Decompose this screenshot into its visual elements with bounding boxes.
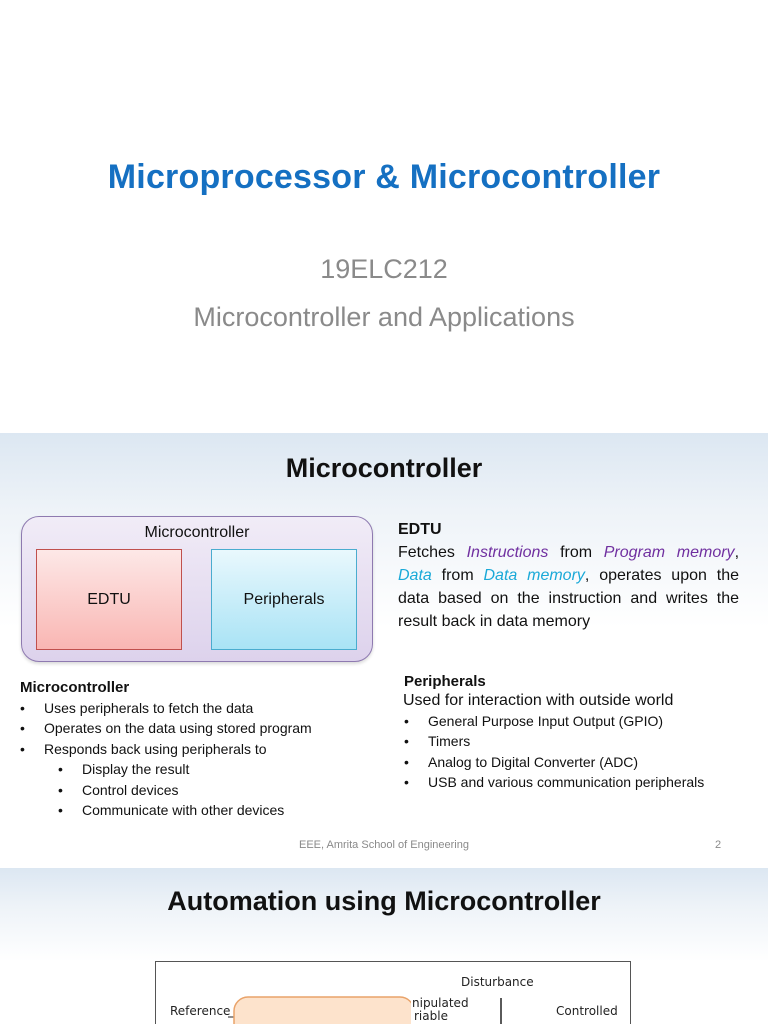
figure-label-disturbance: Disturbance xyxy=(461,975,534,989)
control-system-diagram: Disturbance Reference nipulated riable C… xyxy=(170,975,618,1024)
diagram-outer-label: Microcontroller xyxy=(144,524,250,541)
peripherals-list: General Purpose Input Output (GPIO) Time… xyxy=(404,711,754,793)
sub-list-item: Display the result xyxy=(20,759,380,780)
edtu-text-part: Fetches xyxy=(398,544,467,561)
slide-title: Automation using Microcontroller xyxy=(167,886,601,916)
title-slide: Microprocessor & Microcontroller 19ELC21… xyxy=(0,0,768,424)
edtu-highlight-instructions: Instructions xyxy=(466,544,549,561)
microcontroller-diagram: Microcontroller EDTU Peripherals xyxy=(21,516,373,662)
microcontroller-list: Uses peripherals to fetch the data Opera… xyxy=(20,698,380,821)
page-number: 2 xyxy=(715,839,722,851)
list-item: Uses peripherals to fetch the data xyxy=(20,698,380,719)
list-item: Analog to Digital Converter (ADC) xyxy=(404,752,754,773)
edtu-box-label: EDTU xyxy=(87,590,131,608)
peripherals-box: Peripherals xyxy=(211,549,357,650)
slide-footer: EEE, Amrita School of Engineering xyxy=(299,839,469,851)
automation-slide: Automation using Microcontroller Disturb… xyxy=(0,868,768,1024)
course-code: 19ELC212 xyxy=(320,254,448,284)
slide-title: Microcontroller xyxy=(285,453,483,483)
list-item: Responds back using peripherals to xyxy=(20,739,380,760)
edtu-body-text: Fetches Instructions from Program memory… xyxy=(398,541,739,633)
microcontroller-list-block: Microcontroller Uses peripherals to fetc… xyxy=(20,679,380,821)
edtu-highlight-program-memory: Program memory xyxy=(603,544,735,561)
sub-list-item: Control devices xyxy=(20,780,380,801)
edtu-text-part: from xyxy=(548,544,604,561)
figure-label-controlled: Controlled xyxy=(556,1004,618,1018)
edtu-text-part: , operates upon the data based on the in… xyxy=(398,567,739,630)
microcontroller-list-heading: Microcontroller xyxy=(20,679,130,696)
manipulated-label-background xyxy=(411,998,469,1024)
figure-label-manipulated-1: nipulated xyxy=(412,996,469,1010)
edtu-heading: EDTU xyxy=(398,521,442,538)
edtu-description: EDTU Fetches Instructions from Program m… xyxy=(398,518,739,633)
presentation-title: Microprocessor & Microcontroller xyxy=(107,158,661,196)
figure-label-manipulated-2: riable xyxy=(414,1009,448,1023)
control-system-figure: Disturbance Reference nipulated riable C… xyxy=(155,961,631,1024)
edtu-box: EDTU xyxy=(36,549,182,650)
sub-list-item: Communicate with other devices xyxy=(20,800,380,821)
edtu-highlight-data-memory: Data memory xyxy=(483,567,585,584)
edtu-highlight-data: Data xyxy=(398,567,432,584)
list-item: USB and various communication peripheral… xyxy=(404,772,754,793)
peripherals-box-label: Peripherals xyxy=(243,590,325,608)
list-item: General Purpose Input Output (GPIO) xyxy=(404,711,754,732)
list-item: Timers xyxy=(404,731,754,752)
edtu-text-part: from xyxy=(431,567,484,584)
microcontroller-slide: Microcontroller Microcontroller EDTU Per… xyxy=(0,433,768,865)
figure-label-reference: Reference xyxy=(170,1004,230,1018)
edtu-text-part: , xyxy=(734,544,740,561)
list-item: Operates on the data using stored progra… xyxy=(20,718,380,739)
peripherals-list-heading: Peripherals xyxy=(404,673,486,690)
controller-block xyxy=(233,996,415,1024)
course-name: Microcontroller and Applications xyxy=(193,302,575,332)
peripherals-list-block: Peripherals Used for interaction with ou… xyxy=(403,673,754,793)
peripherals-list-subheading: Used for interaction with outside world xyxy=(403,692,674,709)
